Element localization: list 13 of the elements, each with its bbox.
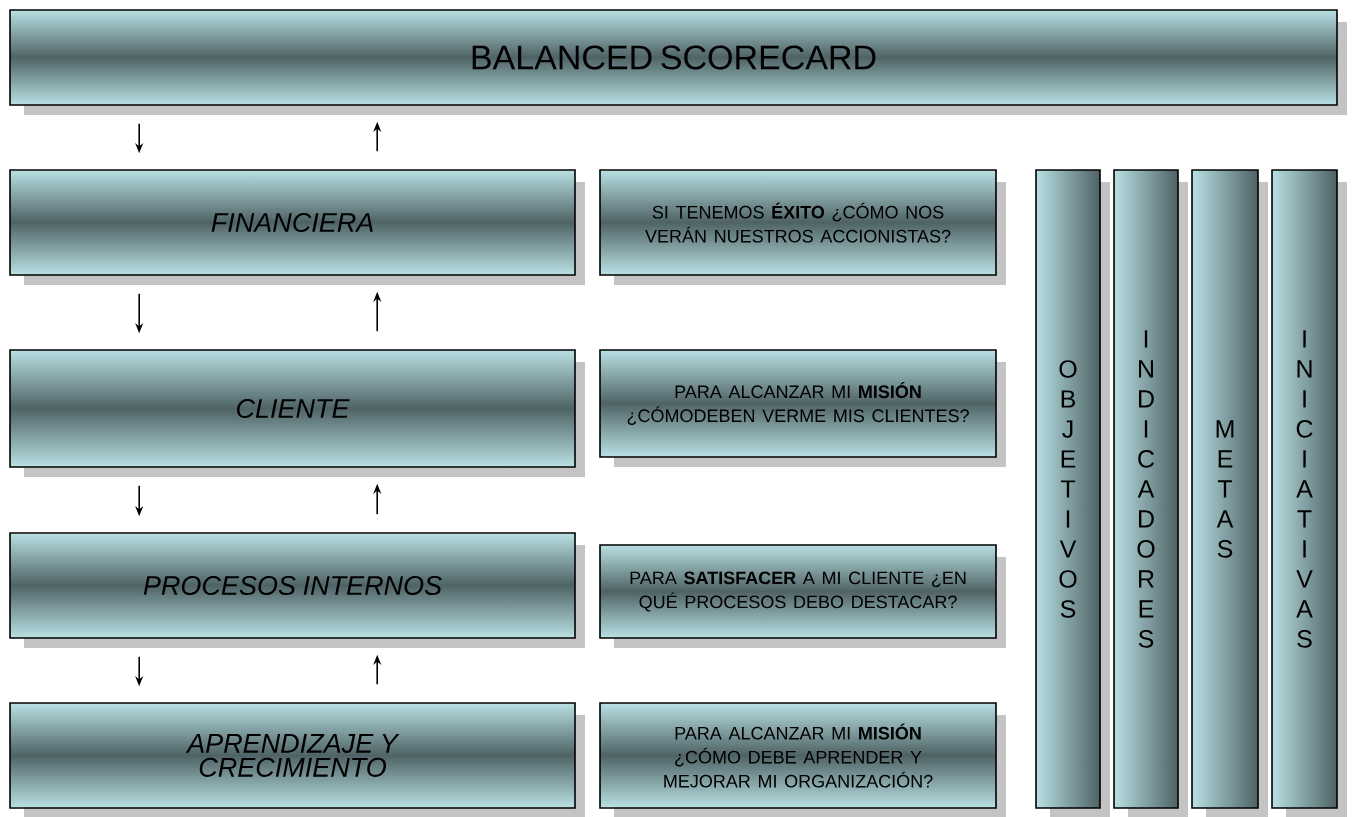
column-bar: OBJETIVOS <box>1035 169 1110 817</box>
question-box: PARA SATISFACER A MI CLIENTE ¿EN QUÉ PROCESOS DEBO DESTACAR? <box>599 544 1006 648</box>
column-bar: INICIATIVAS <box>1271 169 1347 817</box>
question-box: SI TENEMOS ÉXITO ¿CÓMO NOS VERÁN NUESTROS ACCIONISTAS? <box>599 169 1006 285</box>
perspective-box: APRENDIZAJE Y CRECIMIENTO <box>9 702 585 817</box>
column-bar: INDICADORES <box>1113 169 1188 817</box>
perspective-box: PROCESOS INTERNOS <box>9 532 585 648</box>
question-box: PARA ALCANZAR MI MISIÓN ¿CÓMODEBEN VERME MIS CLIENTES? <box>599 349 1006 467</box>
column-bar: METAS <box>1191 169 1268 817</box>
perspective-box: FINANCIERA <box>9 169 585 285</box>
question-box: PARA ALCANZAR MI MISIÓN ¿CÓMO DEBE APRENDER Y MEJORAR MI ORGANIZACIÓN? <box>599 702 1006 817</box>
perspective-box: CLIENTE <box>9 349 585 477</box>
title-banner: BALANCED SCORECARD <box>9 9 1347 115</box>
